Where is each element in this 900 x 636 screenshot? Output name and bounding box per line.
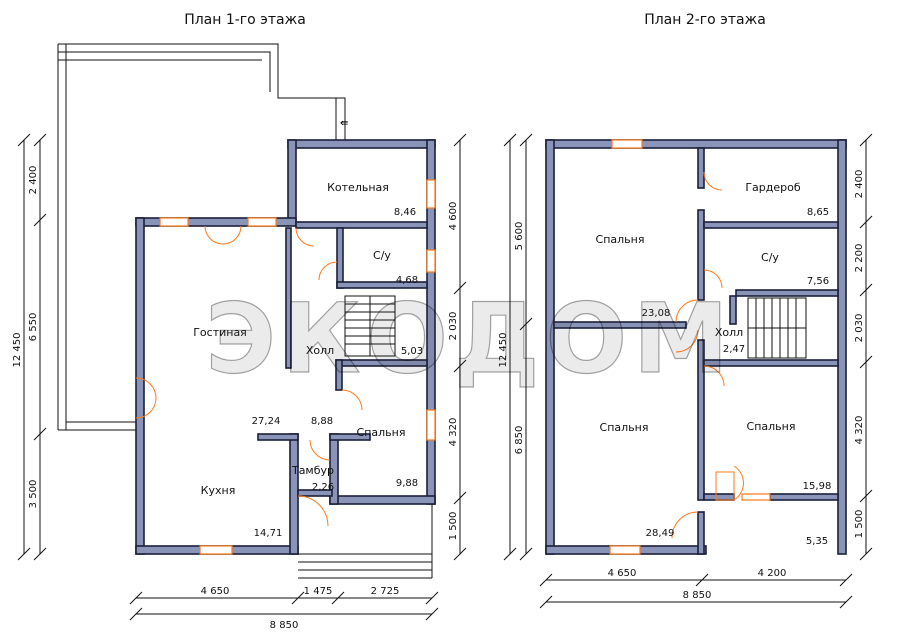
door [135, 377, 157, 399]
dim-label: 4 200 [758, 568, 787, 579]
plan2-stairs [747, 297, 807, 359]
dim-label: 6 550 [28, 313, 39, 342]
door [295, 227, 315, 247]
dim-label: 8 850 [270, 620, 299, 631]
door [703, 365, 725, 387]
dim-label: 6 850 [514, 426, 525, 455]
dim-label: 4 650 [608, 568, 637, 579]
dim-label: 2 200 [854, 244, 865, 273]
dim-label: 2 400 [854, 170, 865, 199]
dim-label: 2 030 [448, 312, 459, 341]
plan1-porch [298, 504, 433, 579]
room-name: Спальня [600, 421, 649, 434]
plan1-stairs [344, 295, 396, 357]
door [297, 495, 329, 527]
door [715, 471, 735, 501]
area-label: 5,35 [806, 536, 828, 547]
room-area: 2,47 [723, 344, 745, 355]
door [341, 389, 363, 411]
plan1-dims-bottom: 4 650 1 475 2 725 8 850 [129, 586, 439, 631]
room-area: 14,71 [254, 528, 283, 539]
window [199, 545, 233, 555]
dim-label: 5 600 [514, 222, 525, 251]
room-name: Спальня [596, 233, 645, 246]
door [675, 329, 699, 353]
plan2-dims-left: 12 450 5 600 6 850 [498, 133, 533, 561]
dim-label: 3 500 [28, 480, 39, 509]
dim-label: 2 725 [371, 586, 400, 597]
dim-label: 12 450 [498, 333, 509, 368]
room-area: 9,88 [396, 478, 418, 489]
plan2-dims-bottom: 4 650 4 200 8 850 [539, 568, 853, 609]
door [671, 511, 699, 539]
dim-label: 1 500 [448, 512, 459, 541]
plan2-title: План 2-го этажа [644, 12, 766, 28]
door [733, 465, 744, 501]
door [309, 439, 331, 461]
dim-label: 2 030 [854, 314, 865, 343]
window [426, 249, 436, 273]
dim-label: 1 475 [304, 586, 333, 597]
door [675, 299, 699, 323]
room-area: 7,56 [807, 276, 829, 287]
window [159, 217, 189, 227]
plan1-dims-left: 12 450 2 400 6 550 3 500 [12, 133, 47, 561]
dim-label: 4 650 [201, 586, 230, 597]
plan1-title: План 1-го этажа [184, 12, 306, 28]
door [222, 225, 242, 245]
plan1: ⇚ [12, 43, 467, 631]
room-name: Гардероб [745, 181, 801, 194]
room-name: Кухня [201, 484, 236, 497]
window [426, 409, 436, 441]
arrow-glyph: ⇚ [340, 118, 348, 129]
room-name: Спальня [747, 420, 796, 433]
room-name: С/у [761, 251, 779, 264]
room-area: 8,65 [807, 207, 829, 218]
door [703, 269, 723, 289]
plan1-dims-right: 4 600 2 030 4 320 1 500 [448, 133, 467, 561]
room-name: С/у [373, 249, 391, 262]
room-name: Гостиная [193, 326, 247, 339]
room-area: 28,49 [646, 528, 675, 539]
dim-label: 1 500 [854, 510, 865, 539]
room-name: Холл [306, 344, 334, 357]
plan2: Гардероб 8,65 Спальня 23,08 С/у 7,56 Хол… [498, 133, 873, 609]
area-label: 27,24 [252, 416, 281, 427]
window [426, 179, 436, 209]
room-name: Холл [715, 326, 743, 339]
window [741, 493, 771, 501]
room-area: 4,68 [396, 275, 418, 286]
dim-label: 2 400 [28, 166, 39, 195]
plan1-walls [135, 139, 436, 555]
room-area: 15,98 [803, 481, 832, 492]
door [318, 261, 338, 281]
room-name: Спальня [357, 426, 406, 439]
dim-label: 12 450 [12, 333, 23, 368]
window [611, 139, 643, 149]
room-area: 23,08 [642, 308, 671, 319]
room-area: 5,03 [401, 346, 423, 357]
dim-label: 4 320 [448, 418, 459, 447]
plan1-terrace: ⇚ [57, 43, 348, 431]
window [609, 545, 641, 555]
area-label: 8,88 [311, 416, 333, 427]
room-name: Котельная [327, 181, 389, 194]
plan2-dims-right: 2 400 2 200 2 030 4 320 1 500 [854, 133, 873, 561]
door [135, 397, 157, 419]
dim-label: 4 320 [854, 416, 865, 445]
watermark-logo: ЭКОДОМ [205, 283, 734, 395]
room-area: 8,46 [394, 207, 416, 218]
window [247, 217, 277, 227]
door [204, 225, 224, 245]
room-area: 2,26 [312, 482, 334, 493]
dim-label: 8 850 [683, 590, 712, 601]
room-name: Тамбур [291, 464, 334, 477]
door [703, 171, 723, 191]
dim-label: 4 600 [448, 202, 459, 231]
